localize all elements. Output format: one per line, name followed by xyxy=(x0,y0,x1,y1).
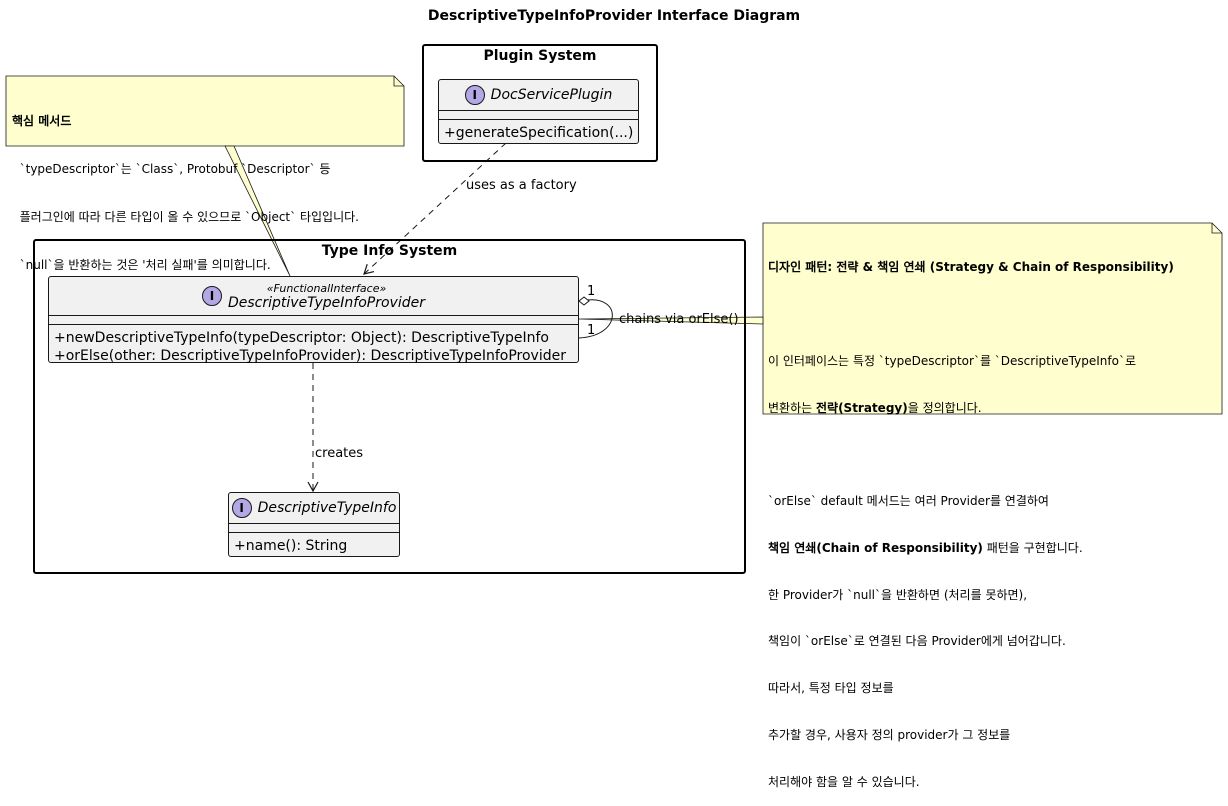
note-title: 디자인 패턴: 전략 & 책임 연쇄 (Strategy & Chain of … xyxy=(768,260,1174,275)
note-core-method-shape xyxy=(5,75,405,147)
multiplicity-label: 1 xyxy=(587,323,596,338)
interface-name: DescriptiveTypeInfo xyxy=(257,500,397,516)
note-design-pattern-pointer xyxy=(578,316,764,325)
note-line: `typeDescriptor`는 `Class`, Protobuf `Des… xyxy=(12,162,331,176)
creates-relation-label: creates xyxy=(315,446,364,461)
interface-icon: I xyxy=(464,85,485,105)
note-line: 플러그인에 따라 다른 타입이 올 수 있으므로 `Object` 타입입니다. xyxy=(12,210,359,224)
method: +name(): String xyxy=(234,538,348,554)
note-line: 변환하는 전략(Strategy)을 정의합니다. xyxy=(768,400,982,415)
aggregation-diamond xyxy=(578,296,590,306)
interface-name: DescriptiveTypeInfoProvider xyxy=(227,294,425,311)
interface-icon: I xyxy=(231,498,252,518)
method: +generateSpecification(...) xyxy=(444,125,634,141)
note-line: 따라서, 특정 타입 정보를 xyxy=(768,681,894,696)
factory-relation-label: uses as a factory xyxy=(466,178,577,193)
package-title: Plugin System xyxy=(483,48,597,64)
note-line: `orElse` default 메서드는 여러 Provider를 연결하여 xyxy=(768,494,1049,509)
orelse-self-association xyxy=(578,299,613,339)
note-core-method: 핵심 메서드 `typeDescriptor`는 `Class`, Protob… xyxy=(12,81,359,289)
interface-name: DocServicePlugin xyxy=(490,87,613,103)
note-line: 책임 연쇄(Chain of Responsibility) 패턴을 구현합니다… xyxy=(768,540,1083,555)
package-title: Type Info System xyxy=(321,243,458,259)
note-design-pattern: 디자인 패턴: 전략 & 책임 연쇄 (Strategy & Chain of … xyxy=(768,229,1174,806)
interface-descriptive-type-info: I DescriptiveTypeInfo +name(): String xyxy=(228,492,400,557)
diagram-title: DescriptiveTypeInfoProvider Interface Di… xyxy=(427,8,801,24)
multiplicity-label: 1 xyxy=(587,284,596,299)
package-plugin-system: Plugin System xyxy=(422,44,658,162)
note-core-method-pointer xyxy=(224,145,291,277)
note-design-pattern-shape xyxy=(762,222,1223,415)
interface-descriptive-type-info-provider: I «FunctionalInterface» DescriptiveTypeI… xyxy=(48,276,579,364)
note-line: 추가할 경우, 사용자 정의 provider가 그 정보를 xyxy=(768,728,1011,742)
note-title: 핵심 메서드 xyxy=(12,114,72,128)
method: +orElse(other: DescriptiveTypeInfoProvid… xyxy=(54,348,566,364)
chain-relation-label: chains via orElse() xyxy=(619,312,739,327)
note-line: `null`을 반환하는 것은 '처리 실패'를 의미합니다. xyxy=(12,258,271,272)
note-line: 처리해야 함을 알 수 있습니다. xyxy=(768,774,920,789)
note-line: 이 인터페이스는 특정 `typeDescriptor`를 `Descripti… xyxy=(768,353,1136,368)
note-line: 책임이 `orElse`로 연결된 다음 Provider에게 넘어갑니다. xyxy=(768,634,1066,649)
interface-doc-service-plugin: I DocServicePlugin +generateSpecificatio… xyxy=(438,79,639,144)
stereotype-label: «FunctionalInterface» xyxy=(266,281,387,295)
note-line: 한 Provider가 `null`을 반환하면 (처리를 못하면), xyxy=(768,587,1028,602)
package-type-info-system: Type Info System xyxy=(33,239,746,574)
method: +newDescriptiveTypeInfo(typeDescriptor: … xyxy=(54,330,549,346)
interface-icon: I xyxy=(201,286,222,306)
diagram-connectors xyxy=(5,75,1223,493)
